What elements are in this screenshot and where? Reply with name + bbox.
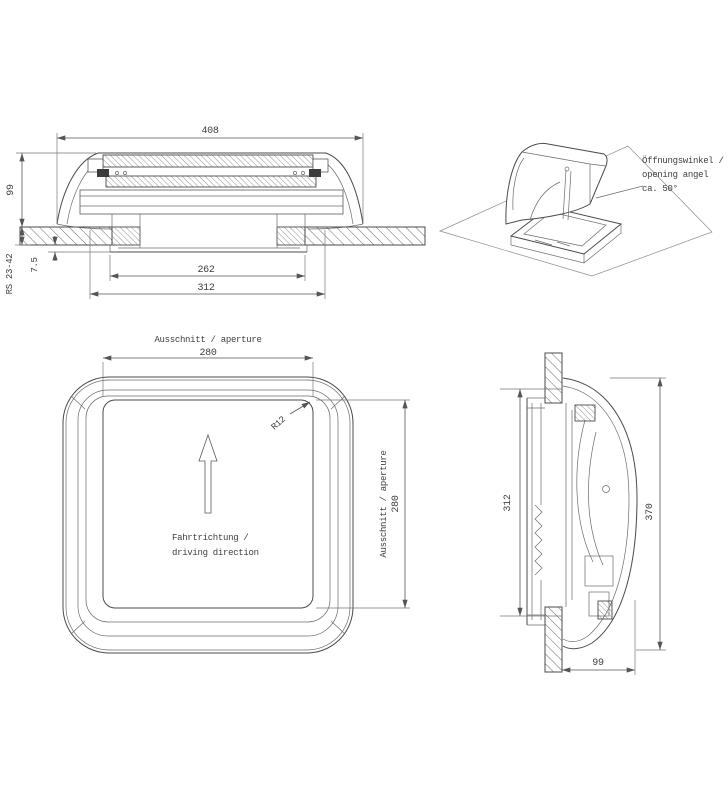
corner-radius-label: R12 [270, 415, 288, 433]
dim-interior-protrusion-label: 7.5 [30, 257, 40, 272]
dim-overall-height-label: 370 [645, 503, 656, 520]
driving-direction: Fahrtrichtung / driving direction [172, 433, 259, 558]
dim-aperture-right: Ausschnitt / aperture 280 [316, 399, 410, 609]
section-vent-body [56, 152, 364, 230]
dim-99-side: 99 [562, 600, 636, 675]
dim-flange-height-label: 312 [503, 494, 514, 511]
side-dome [562, 377, 638, 650]
opening-angle-en: opening angel [642, 170, 708, 180]
section-roof [19, 226, 426, 253]
aperture-height-right: 280 [391, 495, 402, 512]
dim-262: 262 [109, 255, 306, 281]
side-interior-frame [526, 397, 573, 626]
dim-99-left: 99 [6, 152, 96, 227]
aperture-width-top: 280 [199, 348, 216, 359]
plan-contours [62, 376, 354, 654]
section-clamp-left [111, 226, 141, 246]
plan-view: Ausschnitt / aperture 280 R12 Ausschnitt… [62, 335, 410, 654]
driving-direction-de: Fahrtrichtung / [172, 533, 249, 543]
iso-view: Öffnungswinkel / opening angel ca. 50° [438, 142, 724, 277]
section-hinge-left [97, 169, 109, 177]
dim-312: 312 [89, 230, 326, 299]
dim-370: 370 [610, 377, 666, 651]
dim-height-above-roof-label: 99 [6, 184, 17, 196]
aperture-label-top: Ausschnitt / aperture [154, 335, 261, 345]
section-clamp-right [276, 226, 306, 246]
side-view: 312 370 99 [500, 352, 666, 675]
dim-7-5: 7.5 [30, 236, 110, 273]
aperture-label-right: Ausschnitt / aperture [379, 450, 389, 557]
iso-opening-angle-label: Öffnungswinkel / opening angel ca. 50° [595, 155, 724, 199]
opening-angle-value: ca. 50° [642, 184, 678, 194]
dim-312-side: 312 [500, 388, 562, 617]
dim-408: 408 [56, 126, 364, 222]
dim-roof-thickness-label: RS 23-42 [5, 254, 15, 295]
iso-support-strut [529, 166, 572, 221]
section-seal-hatch [105, 175, 317, 188]
section-hinge-right [309, 169, 321, 177]
side-roof-wall [544, 352, 563, 673]
section-view: 408 99 RS 23-42 7.5 262 [5, 126, 426, 299]
dim-corner-radius: R12 [270, 401, 311, 433]
dim-overall-width-label: 408 [201, 126, 218, 137]
dim-roof-thickness: RS 23-42 [5, 227, 30, 294]
dim-aperture-top: Ausschnitt / aperture 280 [102, 335, 314, 397]
driving-direction-arrow [198, 433, 218, 514]
dim-flange-width-label: 312 [197, 283, 214, 294]
section-base-frame [79, 189, 344, 215]
side-spring-zigzag [534, 504, 543, 576]
driving-direction-en: driving direction [172, 548, 259, 558]
dim-inner-frame-width-label: 262 [197, 265, 214, 276]
plan-aperture [102, 399, 314, 609]
opening-angle-de: Öffnungswinkel / [642, 155, 724, 166]
section-lid-hatch [102, 154, 314, 168]
dim-height-above-roof-side-label: 99 [592, 658, 604, 669]
